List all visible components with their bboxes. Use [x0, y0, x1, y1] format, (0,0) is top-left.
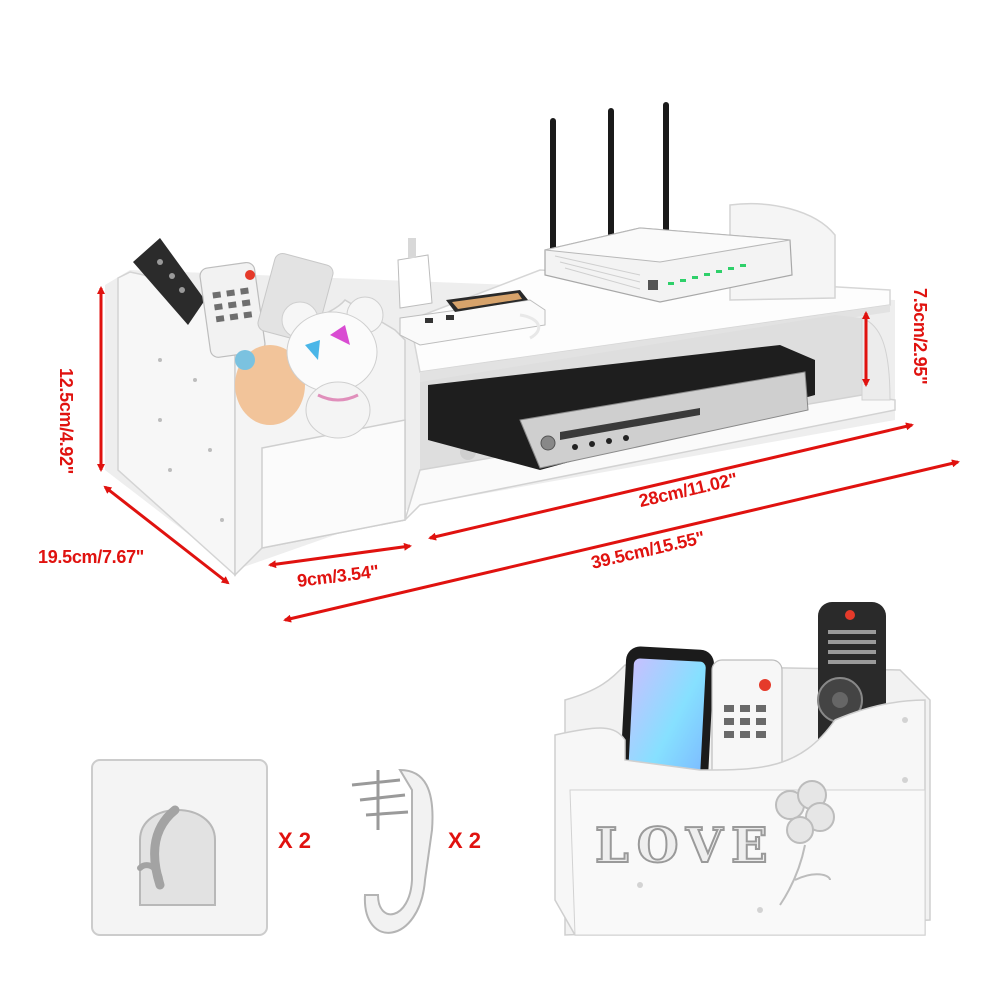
height-left-dimension-label: 12.5cm/4.92" [56, 368, 76, 475]
height-right-dimension-label: 7.5cm/2.95" [910, 288, 930, 385]
antenna-icon [550, 118, 556, 253]
remote-controls [133, 238, 334, 358]
depth-dimension-label: 19.5cm/7.67" [38, 547, 145, 567]
antenna-icon [608, 108, 614, 248]
remote-control [133, 238, 205, 325]
remote-control [199, 261, 266, 358]
love-cutout-text: LOVE [594, 817, 776, 875]
toy-figures [235, 296, 384, 439]
bear-figure [281, 296, 384, 439]
usb-charger [397, 254, 433, 309]
adhesive-hook [91, 759, 268, 936]
dimension-lines [97, 286, 960, 623]
wifi-router [544, 102, 793, 303]
power-strip [397, 238, 546, 346]
antenna-icon [663, 102, 669, 242]
adhesive-hook-quantity: X 2 [278, 828, 312, 853]
wall-hook [351, 768, 434, 934]
remote-holder [554, 602, 931, 936]
wall-hook-quantity: X 2 [448, 828, 482, 853]
flower-cutout-icon [775, 780, 835, 906]
